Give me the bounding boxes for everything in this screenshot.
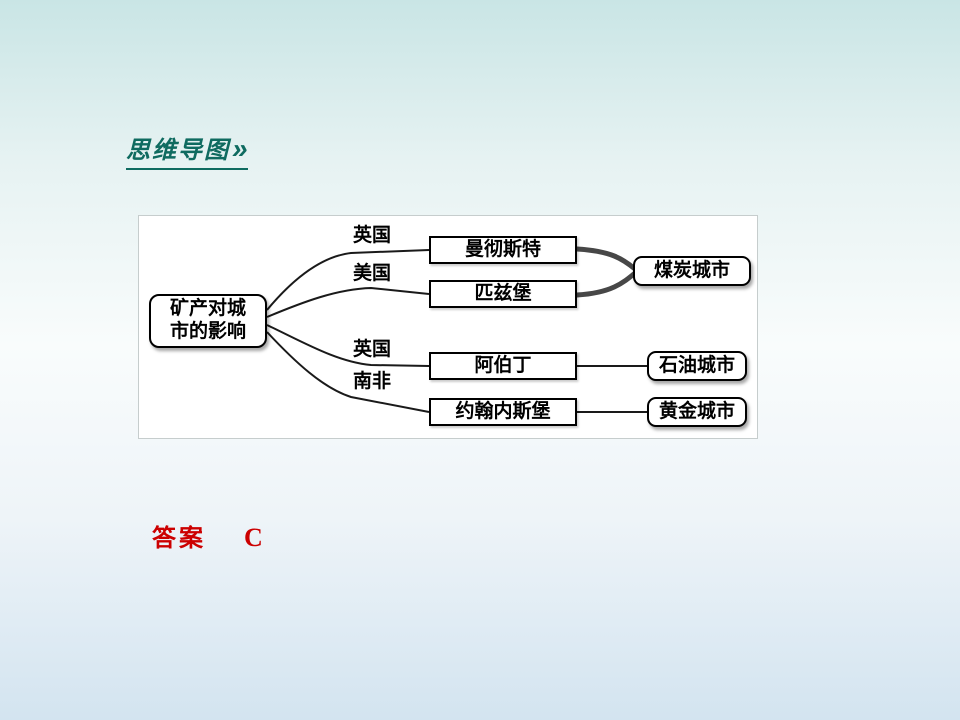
city-node-aberdeen: 阿伯丁 — [429, 352, 577, 380]
branch-label-uk-top: 英国 — [352, 224, 391, 246]
connector-root-aberdeen — [266, 324, 430, 367]
category-node-coal-city: 煤炭城市 — [633, 256, 751, 286]
connector-manchester-coal — [574, 246, 638, 272]
connector-root-pittsburgh — [266, 286, 430, 318]
section-title: 思维导图» — [126, 130, 248, 170]
answer-row: 答案 C — [152, 518, 263, 553]
mindmap-connectors — [266, 246, 647, 413]
root-node: 矿产对城市的影响 — [149, 294, 267, 348]
branch-label-usa: 美国 — [352, 262, 391, 284]
mindmap-panel: 矿产对城市的影响 英国 美国 英国 南非 曼彻斯特 匹兹堡 阿伯丁 约翰内斯堡 … — [138, 215, 758, 439]
category-node-gold-city: 黄金城市 — [647, 397, 747, 427]
section-title-text: 思维导图 — [126, 137, 230, 164]
city-node-johannesburg: 约翰内斯堡 — [429, 398, 577, 426]
branch-label-uk-bottom: 英国 — [352, 338, 391, 360]
city-node-pittsburgh: 匹兹堡 — [429, 280, 577, 308]
branch-label-south-africa: 南非 — [352, 370, 391, 392]
category-node-oil-city: 石油城市 — [647, 351, 747, 381]
double-chevron-icon: » — [232, 133, 248, 164]
connector-pittsburgh-coal — [574, 270, 638, 298]
root-node-label: 矿产对城市的影响 — [169, 298, 246, 342]
connector-root-manchester — [266, 249, 430, 311]
city-node-manchester: 曼彻斯特 — [429, 236, 577, 264]
answer-value: C — [244, 523, 263, 552]
answer-label: 答案 — [152, 525, 206, 552]
connector-root-johannesburg — [266, 331, 430, 413]
